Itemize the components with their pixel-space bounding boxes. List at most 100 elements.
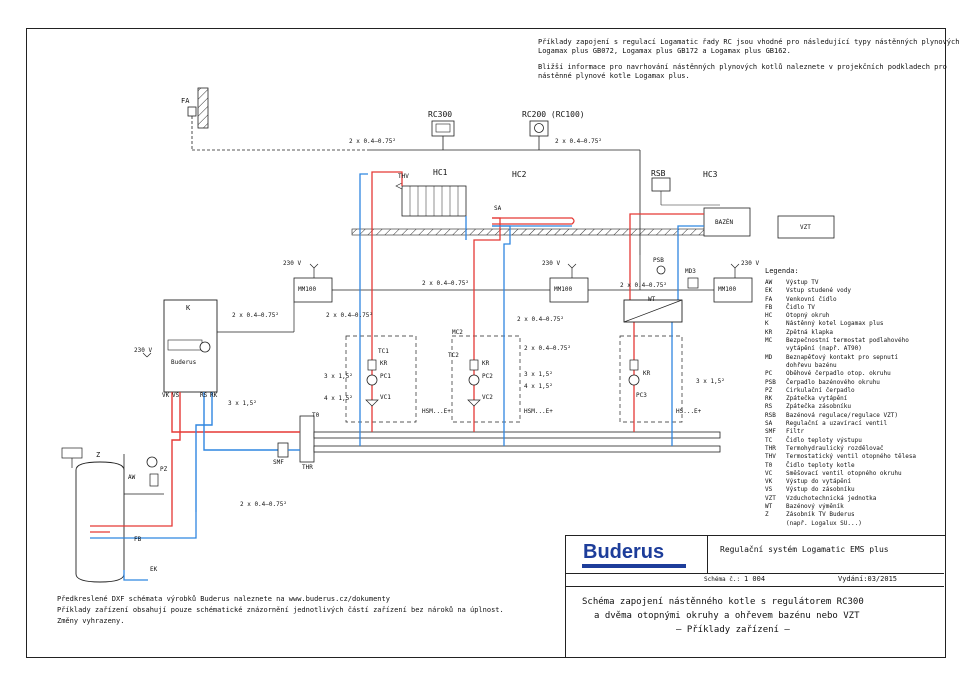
legend-code: T0 xyxy=(765,461,773,469)
header-line-3: Bližší informace pro navrhování nástěnný… xyxy=(538,63,947,71)
pump-group-hc3 xyxy=(619,335,683,423)
legend-code: RSB xyxy=(765,411,776,419)
label-z: Z xyxy=(96,451,101,459)
label-pc1: PC1 xyxy=(380,373,391,380)
label-vs: VS xyxy=(172,392,180,399)
legend-code: VS xyxy=(765,486,773,494)
legend-code: VC xyxy=(765,469,773,477)
legend-code xyxy=(765,345,786,353)
scheme-label: Schéma č.: xyxy=(704,576,741,583)
legend-code: SA xyxy=(765,420,773,428)
label-thr: THR xyxy=(302,464,313,471)
wall-hatch xyxy=(197,87,209,129)
label-pz: PZ xyxy=(160,466,168,473)
legend-description: Čidlo TV xyxy=(786,303,815,311)
label-smf: SMF xyxy=(273,459,284,466)
legend-code: TC xyxy=(765,436,773,444)
label-cable-rc300: 2 x 0.4–0.75² xyxy=(349,138,396,145)
legend-code xyxy=(765,362,786,370)
pump-pc3-icon xyxy=(628,374,640,386)
label-tc2: TC2 xyxy=(448,352,459,359)
label-rs: RS xyxy=(200,392,208,399)
footer-line-3: Změny vyhrazeny. xyxy=(57,617,125,625)
legend-item: (např. Logalux SU...) xyxy=(765,520,916,528)
mixing-valve-vc2-icon xyxy=(467,399,481,407)
mm100-module-2 xyxy=(549,277,589,303)
label-hsm-1: HSM...E+ xyxy=(422,408,451,415)
pump-pc2-icon xyxy=(468,374,480,386)
manifold-return xyxy=(313,445,721,453)
legend-code xyxy=(765,520,786,528)
legend-code: PC xyxy=(765,370,773,378)
label-rsb: RSB xyxy=(651,169,666,178)
legend-description: Zásobník TV Buderus xyxy=(786,511,855,519)
legend-description: Vstup studené vody xyxy=(786,287,852,295)
legend-code: VK xyxy=(765,478,773,486)
label-vk: VK xyxy=(162,392,170,399)
title-block-scheme-cell xyxy=(565,573,944,587)
legend-item: VC Směšovací ventil otopného okruhu xyxy=(765,470,916,478)
label-psb: PSB xyxy=(653,257,664,264)
filter-smf xyxy=(277,442,289,458)
label-tc1: TC1 xyxy=(378,348,389,355)
pump-psb-icon xyxy=(656,265,666,275)
label-230v-1: 230 V xyxy=(283,260,302,267)
legend-description: Oběhové čerpadlo otop. okruhu xyxy=(786,370,891,378)
label-mm100-3: MM100 xyxy=(718,286,737,293)
legend-description: Beznapěťový kontakt pro sepnutí xyxy=(786,353,898,361)
legend-item: dohřevu bazénu xyxy=(765,362,916,370)
label-kr-3: KR xyxy=(643,370,651,377)
legend-description: Bezpečnostní termostat podlahového xyxy=(786,337,909,345)
vzt-unit-box xyxy=(777,215,835,239)
label-k: K xyxy=(186,304,191,312)
label-230v-3: 230 V xyxy=(741,260,760,267)
scheme-number: 1 004 xyxy=(744,575,766,583)
legend-code: MC xyxy=(765,337,773,345)
hydraulic-separator-thr xyxy=(299,415,315,463)
label-c3x15-k: 3 x 1,5² xyxy=(228,400,257,407)
legend-description: Filtr xyxy=(786,428,805,436)
label-aw: AW xyxy=(128,474,136,481)
legend-description: Směšovací ventil otopného okruhu xyxy=(786,469,902,477)
legend-code: WT xyxy=(765,503,773,511)
mm100-module-3 xyxy=(713,277,753,303)
label-cable-mm1: 2 x 0.4–0.75² xyxy=(326,312,373,319)
label-thv: THV xyxy=(398,173,409,180)
legend-code: Z xyxy=(765,511,769,519)
label-vc2: VC2 xyxy=(482,394,493,401)
pump-group-hc1 xyxy=(345,335,417,423)
legend-item: Z Zásobník TV Buderus xyxy=(765,511,916,519)
label-hc2: HC2 xyxy=(512,170,527,179)
label-c4x15-1: 4 x 1,5² xyxy=(324,395,353,402)
legend-description: Termostatický ventil otopného tělesa xyxy=(786,453,917,461)
label-cable-mm2-top: 2 x 0.4–0.75² xyxy=(620,282,667,289)
floor-hatch xyxy=(351,228,715,236)
label-hs: HS...E+ xyxy=(676,408,702,415)
legend-description: Zpětná klapka xyxy=(786,328,833,336)
legend-code: K xyxy=(765,320,769,328)
dhw-tank-z xyxy=(75,461,125,583)
label-kr-1: KR xyxy=(380,360,388,367)
title-block xyxy=(565,535,946,658)
header-line-2: Logamax plus GB072, Logamax plus GB172 a… xyxy=(538,47,791,55)
label-mm100-1: MM100 xyxy=(298,286,317,293)
legend-code: SMF xyxy=(765,428,776,436)
footer-line-1: Předkreslené DXF schémata výrobků Buderu… xyxy=(57,595,390,603)
legend-code: KR xyxy=(765,328,773,336)
label-cable-mm2-b: 2 x 0.4–0.75² xyxy=(524,345,571,352)
pump-pc1-icon xyxy=(366,374,378,386)
legend-code: THV xyxy=(765,453,776,461)
label-md3: MD3 xyxy=(685,268,696,275)
legend-description: Čidlo teploty výstupu xyxy=(786,436,862,444)
label-rc200: RC200 (RC100) xyxy=(522,110,585,119)
label-c3x15-2: 3 x 1,5² xyxy=(524,371,553,378)
header-line-1: Příklady zapojení s regulací Logamatic ř… xyxy=(538,38,960,46)
